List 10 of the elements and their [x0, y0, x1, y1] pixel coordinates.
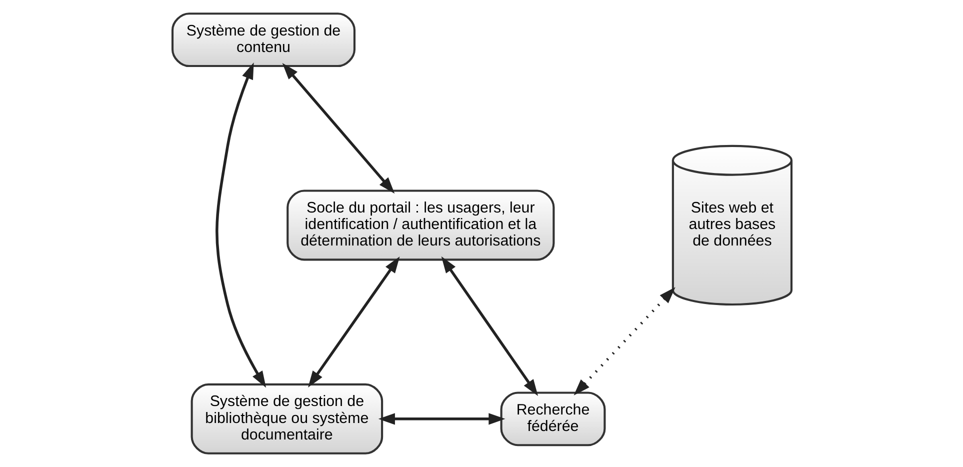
- node-box: Socle du portail : les usagers, leur identification / authentification et la détermination de leurs autorisations: [286, 190, 554, 261]
- arrow: [282, 63, 394, 194]
- arrow: [573, 287, 675, 396]
- arrow: [308, 256, 400, 388]
- node-box: Système de gestion de contenu: [170, 12, 356, 68]
- arrow: [440, 256, 538, 396]
- node-box: Système de gestion de bibliothèque ou système documentaire: [190, 383, 383, 454]
- arrow: [378, 413, 505, 425]
- arrow: [215, 62, 266, 388]
- node-box: Recherche fédérée: [500, 392, 606, 446]
